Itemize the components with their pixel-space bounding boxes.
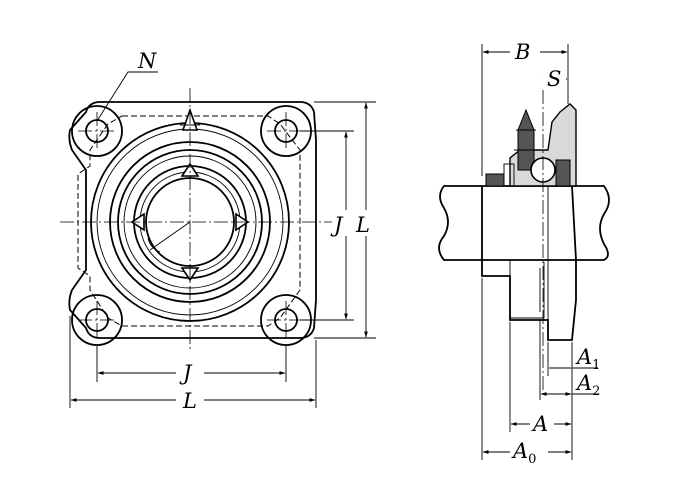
hidden-back-flange <box>77 115 301 327</box>
housing-hub-side <box>509 260 545 319</box>
n-leader-line <box>96 71 158 122</box>
housing-flange-side <box>481 185 577 341</box>
flange-lobe-tl <box>71 105 123 157</box>
side-view: B S A1 A2 A A0 <box>438 40 610 467</box>
label-n: N <box>137 49 157 73</box>
front-view: N J L J L <box>60 49 378 413</box>
inner-ring-right <box>555 159 571 187</box>
shaft <box>438 185 610 261</box>
flange-lobe-bl <box>71 294 123 346</box>
label-a: A <box>531 412 548 436</box>
grease-nipple-side-icon <box>517 108 535 171</box>
label-l-right: L <box>355 213 370 237</box>
label-a0: A0 <box>511 439 536 467</box>
label-s: S <box>547 67 561 91</box>
label-j-bottom: J <box>179 361 193 385</box>
label-l-bottom: L <box>182 389 197 413</box>
inner-ring-left <box>485 173 505 187</box>
label-b: B <box>514 40 530 64</box>
label-a1: A1 <box>575 345 600 373</box>
label-j-right: J <box>330 213 344 237</box>
label-a2: A2 <box>575 371 600 399</box>
